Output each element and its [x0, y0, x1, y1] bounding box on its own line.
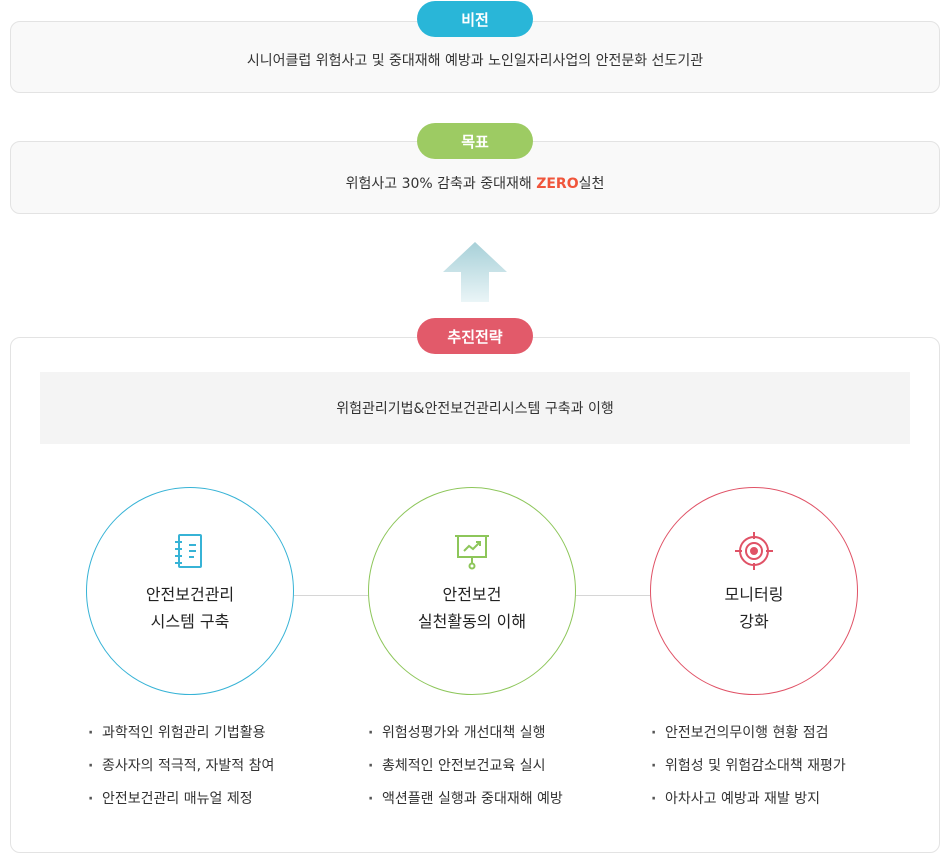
goal-text-main: 위험사고 30% 감축과 중대재해	[345, 176, 537, 192]
goal-text-highlight: ZERO	[536, 176, 579, 192]
strategy-banner-text: 위험관리기법&안전보건관리시스템 구축과 이행	[336, 401, 614, 417]
notebook-icon	[175, 534, 202, 568]
bullet-list: 안전보건의무이행 현황 점검 위험성 및 위험감소대책 재평가 아차사고 예방과…	[651, 720, 846, 819]
goal-badge: 목표	[417, 123, 533, 159]
goal-label: 목표	[461, 132, 489, 151]
title-line: 안전보건관리	[145, 585, 235, 604]
title-line: 강화	[739, 612, 769, 631]
vision-text: 시니어클럽 위험사고 및 중대재해 예방과 노인일자리사업의 안전문화 선도기관	[246, 53, 704, 69]
bullet-list: 과학적인 위험관리 기법활용 종사자의 적극적, 자발적 참여 안전보건관리 매…	[88, 720, 274, 819]
goal-text: 위험사고 30% 감축과 중대재해 ZERO실천	[11, 173, 939, 193]
title-line: 안전보건	[442, 585, 502, 604]
presentation-board-icon	[455, 535, 489, 570]
goal-box: 위험사고 30% 감축과 중대재해 ZERO실천	[10, 141, 940, 214]
list-item: 위험성평가와 개선대책 실행	[368, 720, 563, 753]
list-item: 안전보건의무이행 현황 점검	[651, 720, 846, 753]
strategy-circle-practice: 안전보건 실천활동의 이해	[368, 487, 576, 695]
up-arrow-icon	[443, 242, 507, 302]
strategy-circle-system: 안전보건관리 시스템 구축	[86, 487, 294, 695]
strategy-banner: 위험관리기법&안전보건관리시스템 구축과 이행	[40, 372, 910, 444]
strategy-title: 모니터링 강화	[651, 581, 857, 635]
vision-badge: 비전	[417, 1, 533, 37]
list-item: 위험성 및 위험감소대책 재평가	[651, 753, 846, 786]
title-line: 시스템 구축	[150, 612, 230, 631]
connector-line	[576, 595, 650, 596]
title-line: 실천활동의 이해	[417, 612, 527, 631]
goal-text-end: 실천	[578, 176, 605, 192]
list-item: 종사자의 적극적, 자발적 참여	[88, 753, 274, 786]
strategy-circle-monitoring: 모니터링 강화	[650, 487, 858, 695]
list-item: 액션플랜 실행과 중대재해 예방	[368, 786, 563, 819]
list-item: 과학적인 위험관리 기법활용	[88, 720, 274, 753]
title-line: 모니터링	[724, 585, 784, 604]
list-item: 아차사고 예방과 재발 방지	[651, 786, 846, 819]
list-item: 총체적인 안전보건교육 실시	[368, 753, 563, 786]
bullet-list: 위험성평가와 개선대책 실행 총체적인 안전보건교육 실시 액션플랜 실행과 중…	[368, 720, 563, 819]
strategy-title: 안전보건 실천활동의 이해	[369, 581, 575, 635]
strategy-label: 추진전략	[447, 327, 503, 346]
strategy-title: 안전보건관리 시스템 구축	[87, 581, 293, 635]
target-icon	[735, 532, 773, 570]
list-item: 안전보건관리 매뉴얼 제정	[88, 786, 274, 819]
strategy-badge: 추진전략	[417, 318, 533, 354]
vision-label: 비전	[461, 10, 489, 29]
connector-line	[294, 595, 368, 596]
